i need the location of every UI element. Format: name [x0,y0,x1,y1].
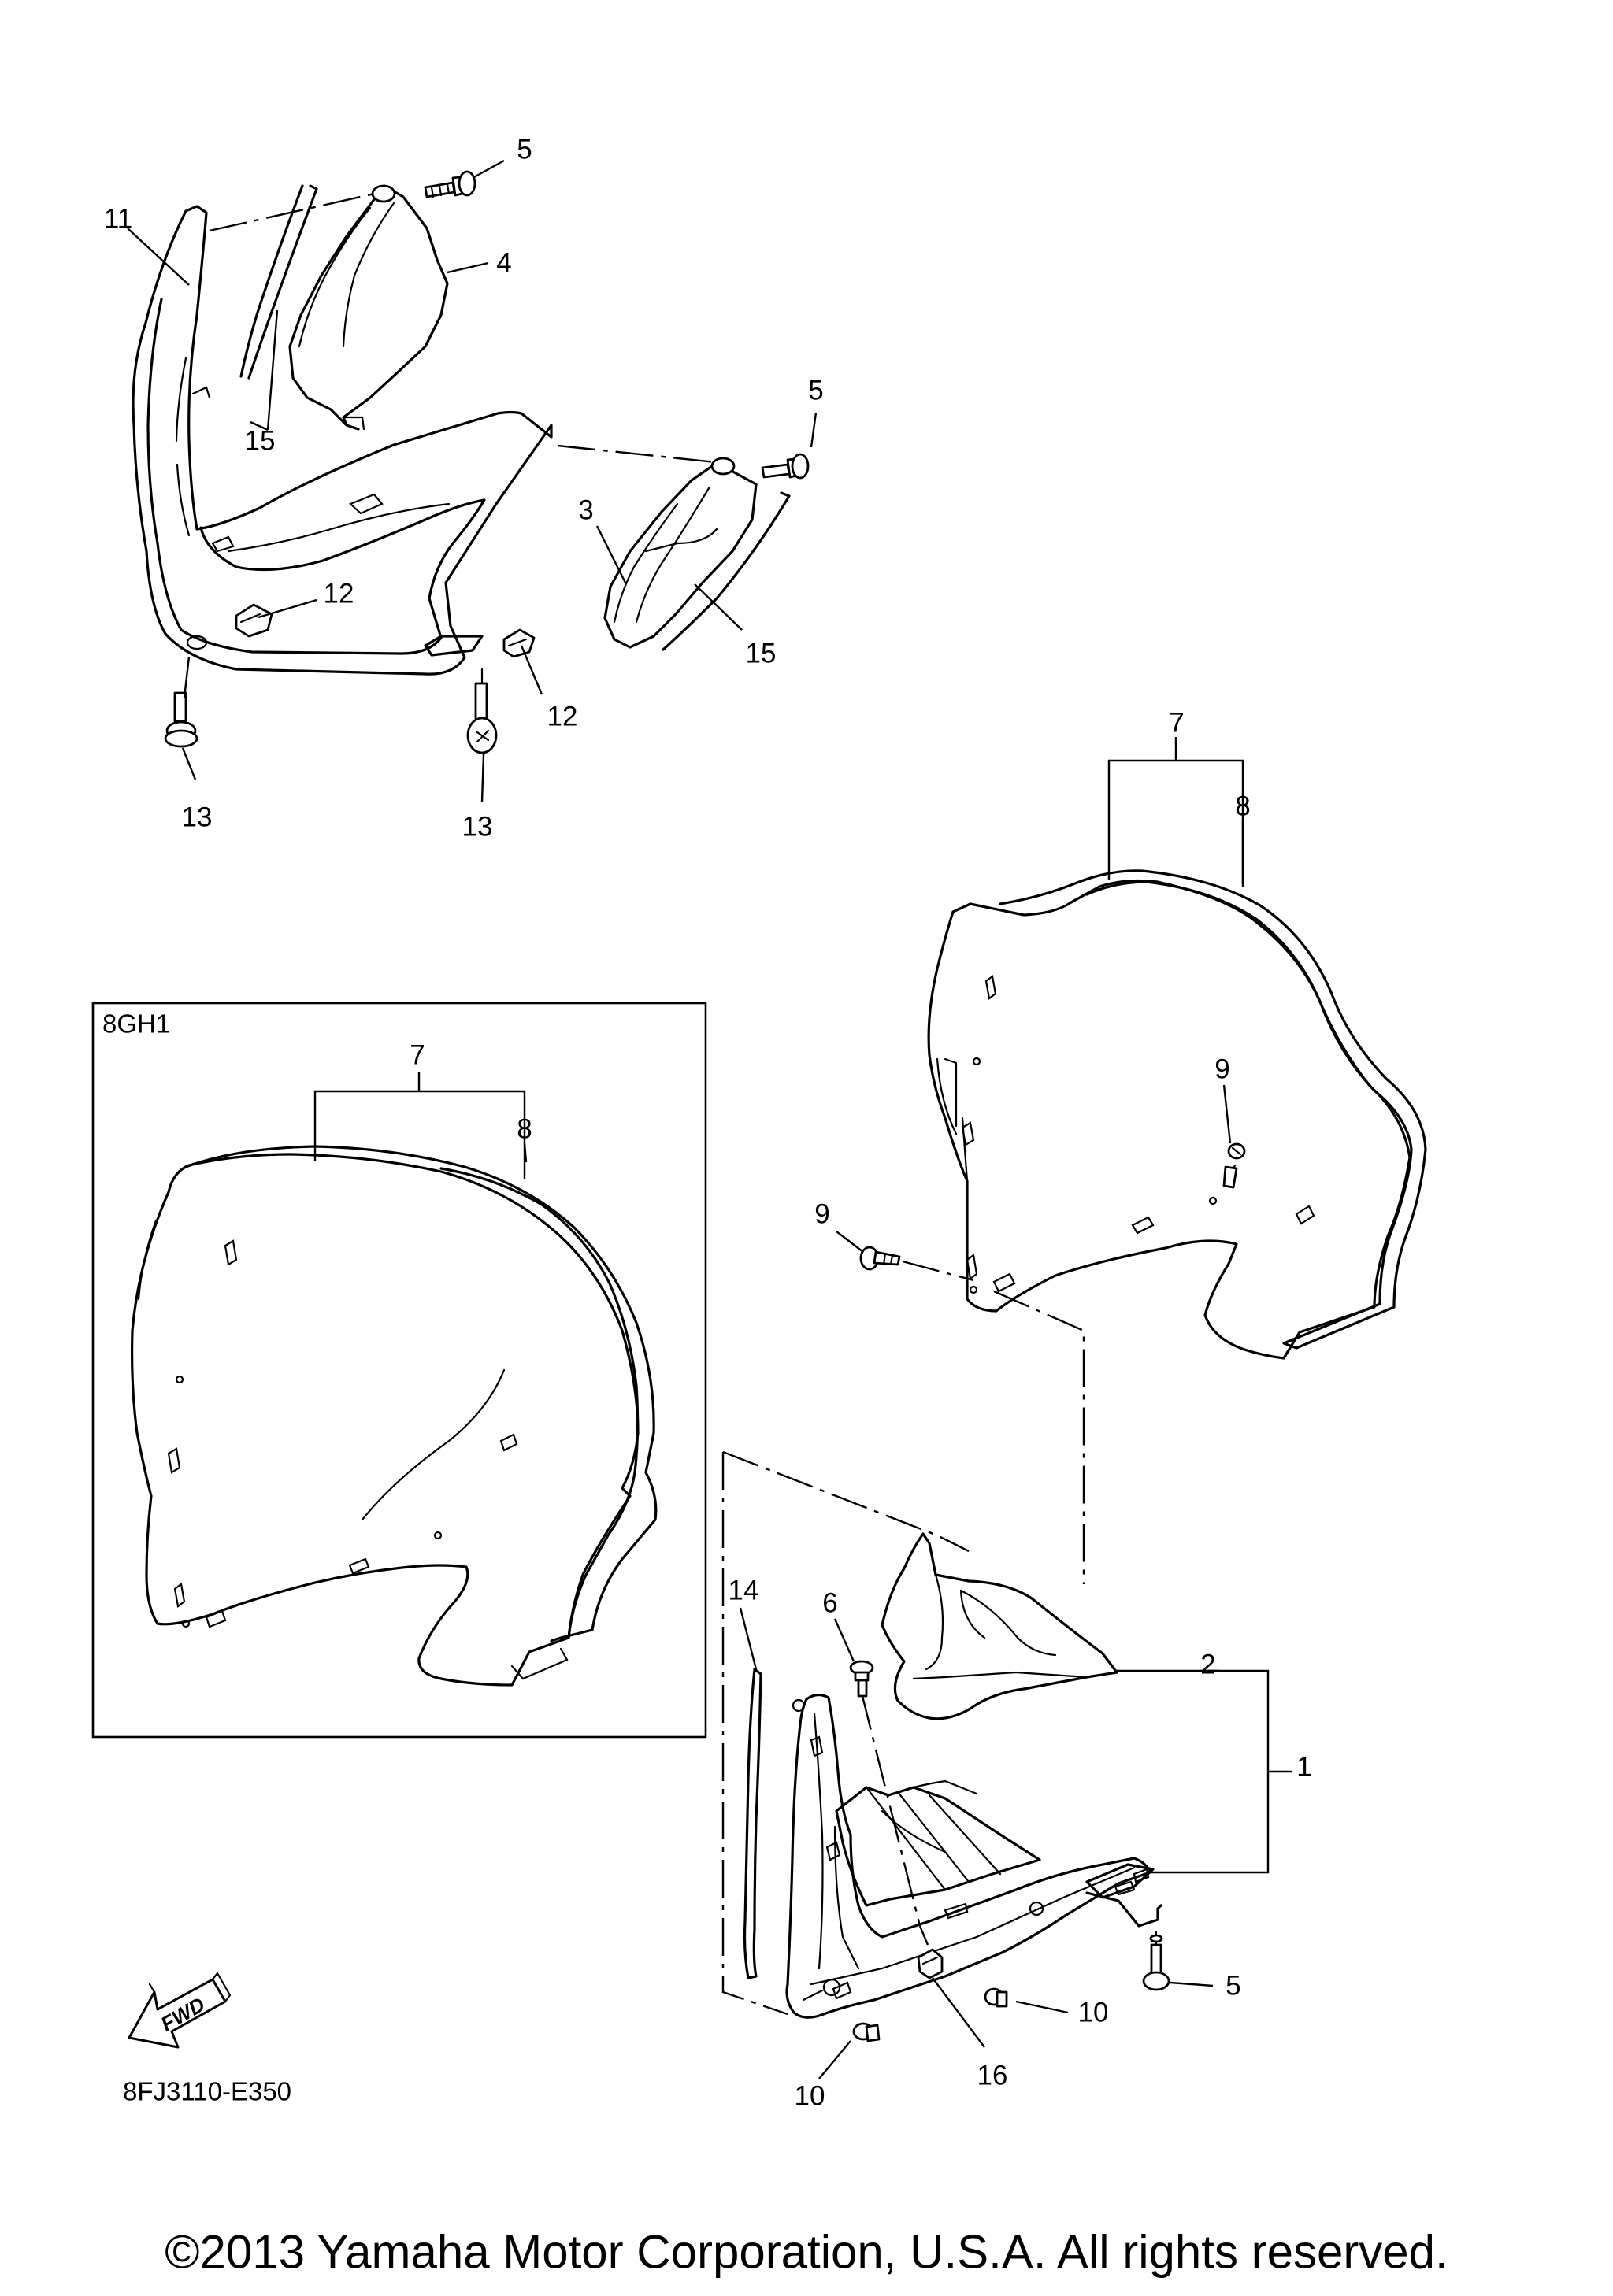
callout-7: 7 [1169,708,1184,739]
nut-16 [917,1948,944,1979]
upper-cowling-part-11 [132,205,553,676]
clip-12-right [502,628,536,658]
windshield-assembly [859,737,1427,1584]
callout-9: 9 [814,1199,829,1230]
grommet-10-left [852,2022,881,2042]
clip-12-left [235,603,273,638]
callout-2: 2 [1200,1650,1215,1680]
inner-panel-part-4 [239,170,476,431]
callout-11: 11 [104,204,132,235]
callout-16: 16 [977,2061,1008,2091]
inner-cowling-assembly [721,1450,1292,2042]
upper-cowling-assembly [132,191,724,676]
callout-5: 5 [808,376,823,406]
callout-7: 7 [410,1040,425,1071]
fasteners-12-13 [164,603,536,754]
forward-arrow-icon: FWD [128,1972,232,2049]
bolt-5-mid [761,453,810,480]
cowling-inner-contour [146,298,486,655]
leader-lines [127,159,1244,2079]
callout-10: 10 [1078,1998,1109,2028]
windshield-trim-part-8 [999,869,1427,1350]
inset-label: 8GH1 [102,1009,170,1039]
callout-3: 3 [578,495,593,526]
callout-14: 14 [729,1576,759,1606]
grommet-10-right [984,1987,1008,2008]
callout-10: 10 [795,2081,825,2112]
screw-13-left [164,691,198,748]
callout-labels: 5 11 4 15 5 3 15 12 12 13 13 7 8 9 9 7 8… [104,135,1312,2112]
windshield-part-7 [927,879,1411,1360]
callout-15: 15 [245,426,276,457]
cover-part-2 [881,1532,1118,1720]
callout-9: 9 [1214,1054,1229,1085]
callout-15: 15 [746,639,777,669]
diagram-code: 8FJ3110-E350 [123,2077,291,2106]
screw-9-left [859,1246,901,1271]
fwd-label: FWD [157,1992,209,2036]
inner-cowling-part-1 [785,1693,1151,2019]
callout-1: 1 [1296,1752,1311,1783]
screw-13-right [466,668,498,754]
callout-6: 6 [822,1588,837,1619]
inset-trim-part-8 [184,1145,658,1642]
inset-box [91,1002,707,1739]
bolt-5-top [424,170,476,198]
callout-13: 13 [462,812,493,842]
screw-9-right [1222,1142,1246,1189]
callout-8: 8 [517,1114,532,1145]
callout-12: 12 [547,702,578,732]
screw-6 [849,1660,874,1698]
bolt-5-bottom [1142,1931,1170,1991]
inset-windshield-part-7 [131,1153,640,1687]
callout-5: 5 [1226,1971,1240,2002]
callout-4: 4 [496,248,511,279]
copyright-notice: ©2013 Yamaha Motor Corporation, U.S.A. A… [165,2226,1448,2279]
callout-5: 5 [517,135,532,165]
callout-8: 8 [1235,791,1250,822]
callout-13: 13 [182,802,213,833]
trim-part-14 [743,1668,762,1979]
callout-12: 12 [324,579,354,609]
inset-8gh1 [91,1002,707,1739]
inner-panel-part-3 [603,453,810,651]
